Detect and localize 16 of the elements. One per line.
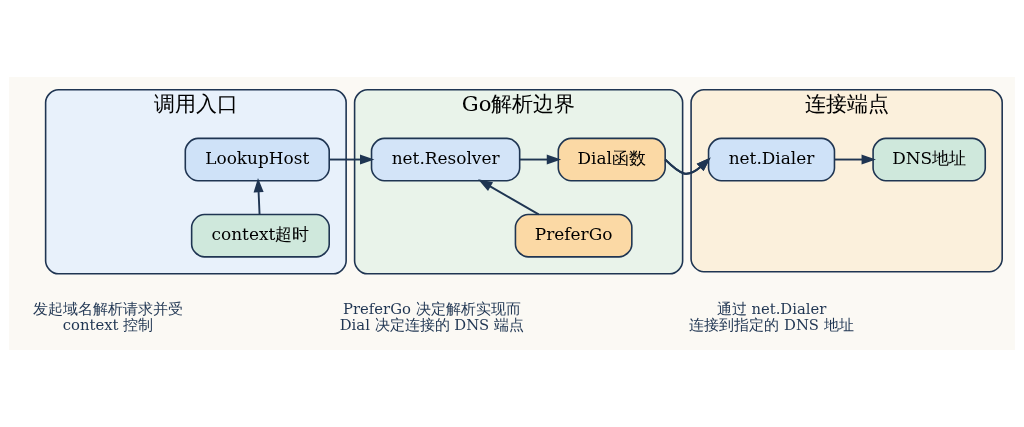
node-label: PreferGo 决定解析实现而 Dial 决定连接的 DNS 端点 <box>339 300 524 334</box>
arrow <box>328 154 375 165</box>
node-box: Dial函数 <box>557 137 666 182</box>
arrow <box>664 157 711 175</box>
arrow <box>253 177 264 216</box>
node-label: 发起域名解析请求并受 context 控制 <box>33 300 184 334</box>
node-label: 通过 net.Dialer 连接到指定的 DNS 地址 <box>689 300 854 334</box>
node-box: LookupHost <box>184 137 330 182</box>
arrow <box>478 179 540 216</box>
node-box: context超时 <box>190 213 330 258</box>
node-box: DNS地址 <box>872 137 987 182</box>
node-box: net.Dialer <box>707 137 836 182</box>
arrow <box>518 154 562 165</box>
node-box: net.Resolver <box>370 137 521 182</box>
arrow <box>833 154 876 165</box>
node-box: PreferGo <box>514 213 633 258</box>
